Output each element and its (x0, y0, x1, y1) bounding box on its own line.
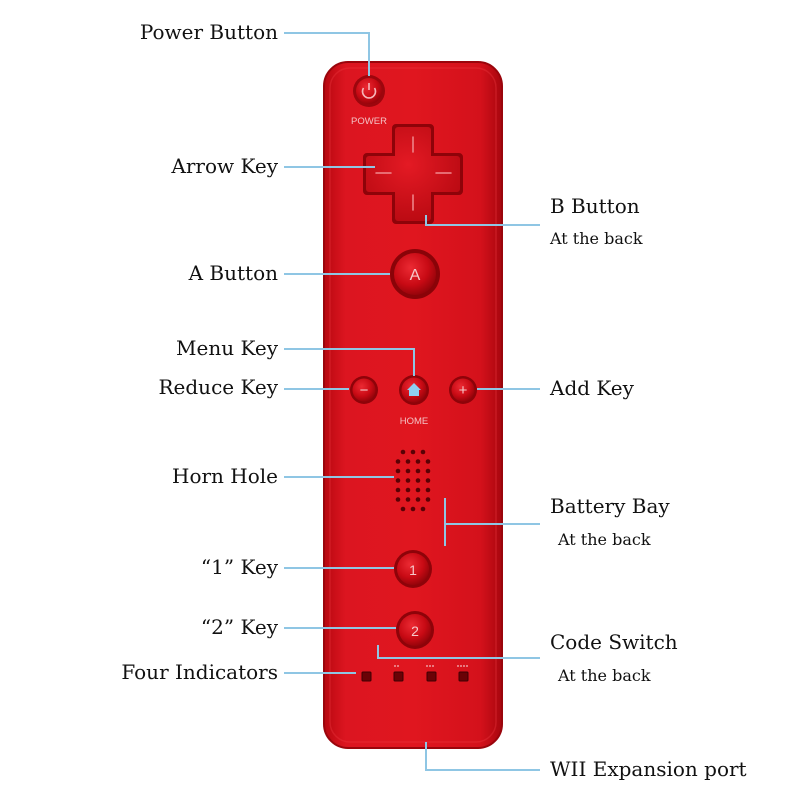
indicator-led (361, 671, 372, 682)
power-text: POWER (351, 116, 387, 127)
svg-text:+: + (459, 382, 468, 399)
home-text: HOME (400, 416, 429, 427)
svg-text:2: 2 (411, 623, 419, 639)
speaker-hole (405, 459, 411, 464)
arrow-key[interactable] (363, 124, 463, 224)
speaker-hole (425, 487, 431, 493)
indicator-led (458, 671, 469, 682)
speaker-hole (415, 487, 421, 493)
label-horn-hole: Horn Hole (172, 464, 278, 488)
speaker-hole (415, 468, 421, 474)
speaker-hole (395, 478, 401, 483)
speaker-hole (415, 459, 421, 464)
speaker-hole (395, 459, 401, 464)
label-menu-key: Menu Key (176, 336, 278, 360)
label-four-indicators: Four Indicators (121, 660, 278, 684)
label-expansion-port: WII Expansion port (550, 757, 747, 781)
speaker-hole (415, 478, 421, 483)
label-add-key: Add Key (550, 376, 634, 400)
label-one-key: “1” Key (200, 555, 278, 579)
speaker-hole (425, 497, 431, 502)
label-battery-bay-note: At the back (558, 530, 651, 549)
speaker-hole (420, 506, 426, 512)
speaker-hole (425, 459, 431, 464)
horn-hole (395, 449, 431, 512)
leader-menu (284, 348, 415, 376)
label-code-switch: Code Switch (550, 630, 678, 654)
speaker-hole (410, 449, 416, 455)
speaker-hole (425, 478, 431, 483)
menu-key[interactable] (399, 375, 429, 405)
speaker-hole (420, 449, 426, 455)
speaker-hole (405, 497, 411, 502)
leader-lines (284, 32, 540, 771)
label-two-key: “2” Key (200, 615, 278, 639)
speaker-hole (395, 497, 401, 502)
two-key[interactable]: 2 (396, 611, 434, 649)
label-power-button: Power Button (139, 20, 278, 44)
remote-body (323, 61, 503, 749)
speaker-hole (395, 487, 401, 493)
label-b-button: B Button (550, 194, 640, 218)
a-button[interactable]: A (390, 249, 440, 299)
speaker-hole (395, 468, 401, 474)
leader-power (284, 32, 370, 76)
label-battery-bay: Battery Bay (550, 494, 670, 518)
speaker-hole (400, 506, 406, 512)
add-key[interactable]: + (449, 376, 477, 404)
leader-battery (444, 498, 540, 546)
power-button[interactable] (353, 75, 385, 107)
power-icon (361, 87, 377, 99)
speaker-hole (405, 487, 411, 493)
speaker-hole (410, 506, 416, 512)
speaker-hole (400, 449, 406, 455)
svg-text:A: A (410, 267, 421, 284)
leader-b-button (425, 215, 540, 226)
label-a-button: A Button (188, 261, 278, 285)
indicator-led (393, 671, 404, 682)
speaker-hole (425, 468, 431, 474)
one-key[interactable]: 1 (394, 550, 432, 588)
indicator-led (426, 671, 437, 682)
speaker-hole (415, 497, 421, 502)
leader-expansion (425, 742, 540, 771)
four-indicators (361, 665, 469, 682)
svg-text:−: − (360, 382, 369, 399)
speaker-hole (405, 468, 411, 474)
speaker-hole (405, 478, 411, 483)
label-arrow-key: Arrow Key (171, 154, 278, 178)
reduce-key[interactable]: − (350, 376, 378, 404)
leader-code (377, 645, 540, 659)
label-b-button-note: At the back (550, 229, 643, 248)
label-reduce-key: Reduce Key (158, 375, 278, 399)
label-code-switch-note: At the back (558, 666, 651, 685)
home-icon (407, 383, 421, 396)
svg-text:1: 1 (409, 562, 417, 578)
